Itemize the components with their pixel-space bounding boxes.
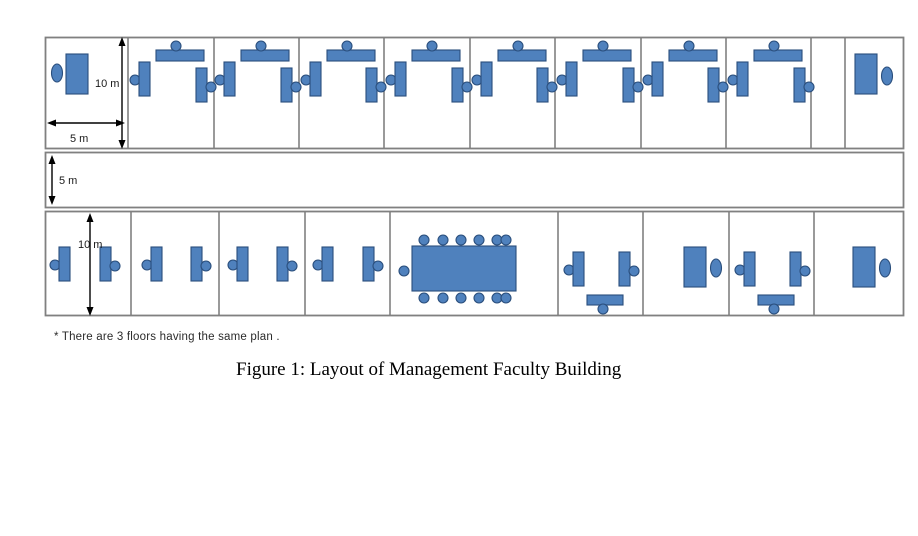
- bottom-room-4-furniture: [312, 246, 384, 282]
- dimension-room-width: 5 m: [47, 119, 125, 145]
- top-room-7-furniture: [556, 40, 644, 103]
- bottom-row-dividers: [130, 211, 815, 316]
- bottom-room-7-furniture: [683, 246, 723, 288]
- top-room-8-furniture: [642, 40, 729, 103]
- bottom-room-2-furniture: [141, 246, 212, 282]
- figure-caption: Figure 1: Layout of Management Faculty B…: [236, 359, 622, 380]
- top-room-3-furniture: [214, 40, 302, 103]
- top-room-1-furniture: [50, 53, 89, 95]
- dimension-corridor-width-label: 5 m: [59, 175, 77, 187]
- top-room-6-furniture: [471, 40, 558, 103]
- top-room-2-furniture: [129, 40, 217, 103]
- corridor-block: [44, 151, 905, 209]
- dimension-top-depth: 10 m: [95, 37, 126, 149]
- dimension-top-depth-label: 10 m: [95, 78, 119, 90]
- bottom-room-9-furniture: [852, 246, 892, 288]
- top-room-4-furniture: [300, 40, 387, 103]
- bottom-room-1-furniture: [49, 246, 121, 282]
- plan-footnote: * There are 3 floors having the same pla…: [54, 331, 280, 343]
- top-room-5-furniture: [385, 40, 473, 103]
- bottom-room-3-furniture: [227, 246, 298, 282]
- top-room-9-furniture: [727, 40, 815, 103]
- conference-room-furniture: [398, 234, 517, 304]
- bottom-room-8-furniture: [734, 251, 811, 315]
- dimension-bottom-depth: 10 m: [78, 213, 102, 316]
- bottom-room-6-furniture: [563, 251, 640, 315]
- top-row-dividers: [127, 37, 846, 149]
- dimension-room-width-label: 5 m: [70, 133, 88, 145]
- dimension-corridor-width: 5 m: [48, 155, 77, 205]
- dimension-bottom-depth-label: 10 m: [78, 239, 102, 251]
- top-room-11-furniture: [854, 53, 894, 95]
